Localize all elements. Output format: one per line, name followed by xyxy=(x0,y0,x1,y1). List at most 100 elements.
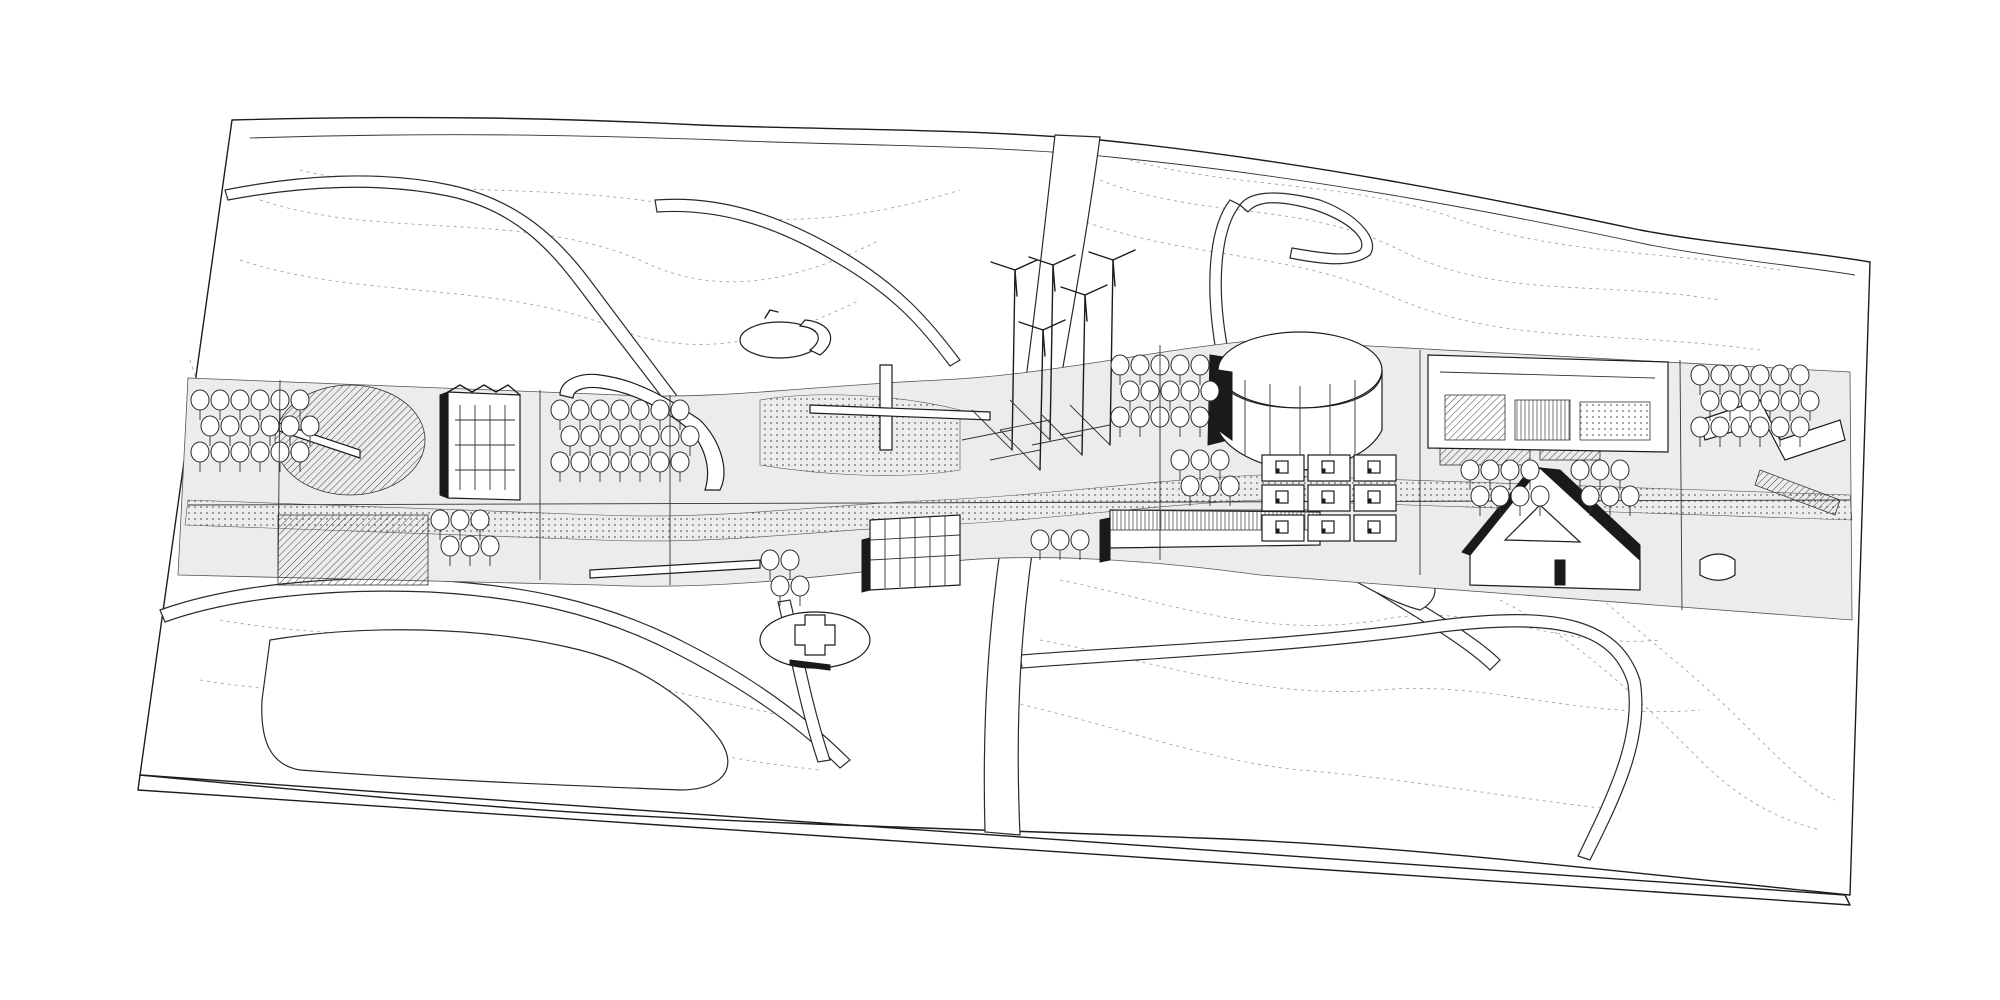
tree xyxy=(1750,364,1770,395)
tree xyxy=(650,451,670,482)
plot-cell xyxy=(1307,454,1351,482)
tree xyxy=(290,389,310,420)
tree xyxy=(550,399,570,430)
tree xyxy=(300,415,320,446)
tree xyxy=(1500,459,1520,490)
plot-cell xyxy=(1307,484,1351,512)
wind-turbine xyxy=(989,319,1066,471)
tree xyxy=(1170,354,1190,385)
band-dividers xyxy=(277,345,1683,611)
tree xyxy=(770,575,790,606)
plot-cell xyxy=(1353,454,1397,482)
tree xyxy=(1200,380,1220,411)
cross-pavilion xyxy=(759,611,871,671)
site-slab-side xyxy=(137,774,1851,906)
tree xyxy=(280,415,300,446)
wind-turbine xyxy=(961,259,1038,451)
tree xyxy=(1190,406,1210,437)
tree xyxy=(230,389,250,420)
tree xyxy=(630,399,650,430)
tree xyxy=(570,399,590,430)
tree xyxy=(590,399,610,430)
tree xyxy=(1470,485,1490,516)
tree xyxy=(1580,485,1600,516)
tree xyxy=(1790,416,1810,447)
tree xyxy=(1170,449,1190,480)
wind-turbine xyxy=(1031,284,1108,456)
tree xyxy=(1800,390,1820,421)
tree xyxy=(1030,529,1050,560)
tree xyxy=(570,451,590,482)
tree xyxy=(640,425,660,456)
tree xyxy=(620,425,640,456)
tree xyxy=(1590,459,1610,490)
tree xyxy=(550,451,570,482)
tree-groves xyxy=(190,354,1820,606)
tree xyxy=(1770,364,1790,395)
tree xyxy=(1070,529,1090,560)
wind-turbine xyxy=(1059,249,1136,446)
tree xyxy=(250,441,270,472)
tree xyxy=(1120,380,1140,411)
tree xyxy=(430,509,450,540)
tree xyxy=(1710,416,1730,447)
tree xyxy=(1190,449,1210,480)
tree xyxy=(220,415,240,446)
plot-cell xyxy=(1261,454,1305,482)
plot-cell xyxy=(1353,514,1397,542)
site-slab-edge-inner xyxy=(249,134,1856,276)
site-slab xyxy=(137,116,1871,906)
tree xyxy=(1760,390,1780,421)
tree xyxy=(670,451,690,482)
tree xyxy=(1690,416,1710,447)
plot-cell xyxy=(1261,484,1305,512)
tree xyxy=(210,389,230,420)
tree xyxy=(1720,390,1740,421)
tree xyxy=(610,399,630,430)
tree xyxy=(1510,485,1530,516)
tree xyxy=(1790,364,1810,395)
tree xyxy=(1190,354,1210,385)
tree xyxy=(1690,364,1710,395)
glass-pavilion xyxy=(861,514,961,593)
tree xyxy=(1620,485,1640,516)
tree xyxy=(260,415,280,446)
tree xyxy=(1170,406,1190,437)
tree xyxy=(650,399,670,430)
tree xyxy=(240,415,260,446)
tree xyxy=(290,441,310,472)
tree xyxy=(1530,485,1550,516)
central-pier xyxy=(809,364,991,451)
tree xyxy=(1750,416,1770,447)
tree xyxy=(250,389,270,420)
tree xyxy=(1710,364,1730,395)
tree xyxy=(1610,459,1630,490)
plot-cell xyxy=(1307,514,1351,542)
tree xyxy=(190,389,210,420)
tree xyxy=(760,549,780,580)
tree xyxy=(1780,390,1800,421)
site-slab-top xyxy=(139,116,1871,896)
tree xyxy=(1700,390,1720,421)
tree xyxy=(1210,449,1230,480)
sports-field-panel xyxy=(1427,354,1669,453)
plot-cell xyxy=(1353,484,1397,512)
tree xyxy=(590,451,610,482)
tree xyxy=(1600,485,1620,516)
tree xyxy=(1520,459,1540,490)
circular-pavilion xyxy=(1207,331,1383,471)
tree xyxy=(1140,380,1160,411)
tree xyxy=(600,425,620,456)
tree xyxy=(1490,485,1510,516)
hatched-plot-left xyxy=(277,514,429,586)
hatched-oval-field xyxy=(274,384,426,496)
tree xyxy=(1220,475,1240,506)
wind-turbine xyxy=(999,254,1076,441)
tree xyxy=(1180,475,1200,506)
tree xyxy=(210,441,230,472)
tree xyxy=(190,441,210,472)
tree xyxy=(560,425,580,456)
tree xyxy=(470,509,490,540)
tree xyxy=(1160,380,1180,411)
tree xyxy=(230,441,250,472)
